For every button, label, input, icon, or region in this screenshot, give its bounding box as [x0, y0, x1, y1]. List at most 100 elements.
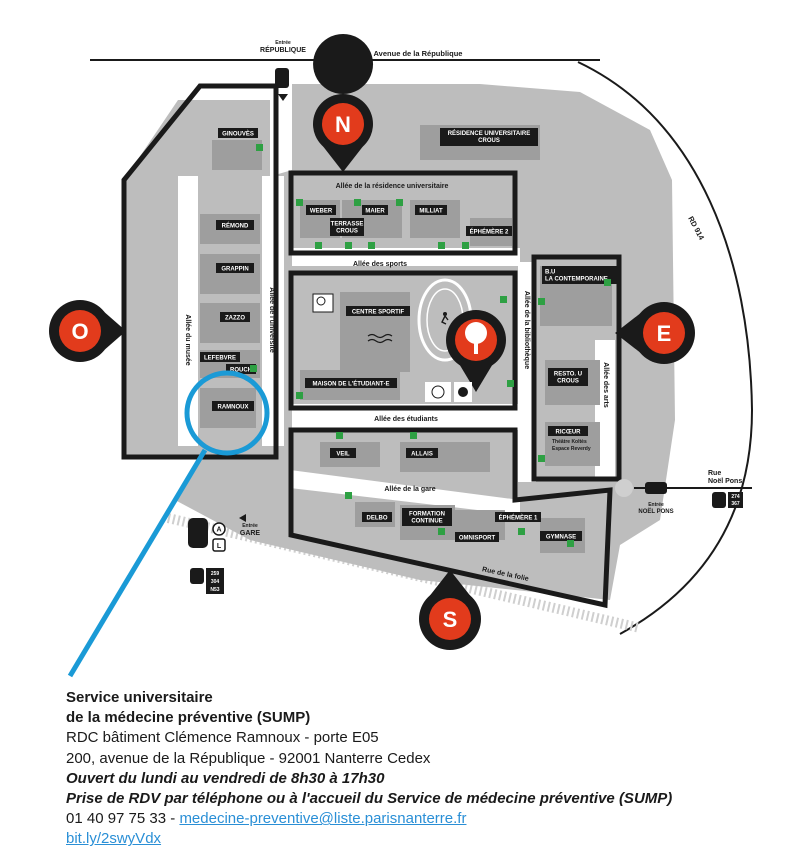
bus-stop-gare: 259 276 304 N53: [190, 568, 224, 594]
sump-email-link[interactable]: medecine-preventive@liste.parisnanterre.…: [179, 810, 467, 828]
wheelchair-icon: [462, 242, 469, 249]
train-l-label: L: [217, 543, 222, 550]
allee-musee-path: [178, 176, 198, 446]
sump-title-line1: Service universitaire: [66, 689, 213, 706]
pin-n-letter: N: [335, 112, 351, 137]
tennis-icon: [312, 293, 334, 313]
pin-o[interactable]: O: [49, 300, 126, 362]
pin-s[interactable]: S: [419, 570, 481, 650]
accessibility-icons: [250, 144, 611, 547]
sump-address-line2: 200, avenue de la République - 92001 Nan…: [66, 749, 431, 767]
building-remond[interactable]: RÉMOND: [222, 222, 249, 230]
allee-residence-label: Allée de la résidence universitaire: [336, 183, 449, 190]
wheelchair-icon: [368, 242, 375, 249]
allee-arts-label: Allée des arts: [602, 362, 609, 408]
wheelchair-icon: [354, 199, 361, 206]
pin-n[interactable]: N: [313, 34, 374, 172]
sump-opening-hours: Ouvert du lundi au vendredi de 8h30 à 17…: [66, 769, 385, 787]
sump-short-link[interactable]: bit.ly/2swyVdx: [66, 830, 162, 848]
zone-centre-outline: [288, 270, 518, 411]
building-grappin[interactable]: GRAPPIN: [221, 267, 248, 273]
running-icon: [441, 312, 449, 325]
bus-icon-republique: [275, 68, 289, 88]
building-lefebvre[interactable]: LEFEBVRE: [204, 356, 236, 362]
building-ramnoux[interactable]: RAMNOUX: [218, 405, 249, 411]
swimming-icon: [367, 333, 393, 344]
building-zazzo[interactable]: ZAZZO: [225, 316, 245, 322]
allee-sports-label: Allée des sports: [353, 261, 407, 268]
sump-address-line1: RDC bâtiment Clémence Ramnoux - porte E0…: [66, 729, 379, 747]
wheelchair-icon: [438, 528, 445, 535]
wheelchair-icon: [296, 199, 303, 206]
building-maier[interactable]: MAIER: [365, 209, 385, 215]
building-ephemere-1[interactable]: ÉPHÉMÈRE 1: [499, 514, 538, 522]
avenue-republique-label: Avenue de la République: [374, 49, 463, 58]
allee-universite-label: Allée de l'université: [268, 287, 275, 353]
bus-line: 304: [211, 579, 220, 585]
wheelchair-icon: [396, 199, 403, 206]
building-centre-sportif[interactable]: CENTRE SPORTIF: [352, 310, 405, 316]
wheelchair-icon: [315, 242, 322, 249]
building-gymnase[interactable]: GYMNASE: [546, 535, 576, 541]
wheelchair-icon: [500, 296, 507, 303]
building-ephemere-2[interactable]: ÉPHÉMÈRE 2: [470, 228, 509, 236]
wheelchair-icon: [604, 279, 611, 286]
arrow-down-icon: [278, 94, 288, 101]
rer-a-label: A: [216, 527, 221, 534]
rer-a-icon: [212, 522, 226, 536]
bus-line: N53: [210, 587, 219, 593]
bus-line: 367: [731, 501, 740, 507]
building-ricoeur[interactable]: RICŒUR: [556, 430, 582, 436]
pin-s-letter: S: [443, 607, 458, 632]
pin-o-letter: O: [71, 319, 88, 344]
allee-etudiants-label: Allée des étudiants: [374, 416, 438, 423]
wheelchair-icon: [345, 492, 352, 499]
wheelchair-icon: [336, 432, 343, 439]
building-allais[interactable]: ALLAIS: [411, 452, 433, 458]
building-milliat[interactable]: MILLIAT: [419, 209, 443, 215]
pin-e[interactable]: E: [615, 302, 695, 364]
building-maison-etudiant[interactable]: MAISON DE L'ÉTUDIANT·E: [312, 380, 389, 388]
building-veil[interactable]: VEIL: [336, 452, 350, 458]
wheelchair-icon: [296, 392, 303, 399]
bus-line: 259: [211, 571, 220, 577]
zone-sud-outline: [288, 427, 613, 609]
building-delbo[interactable]: DELBO: [367, 516, 388, 522]
zone-nord-outline: [288, 170, 518, 256]
sump-booking-info: Prise de RDV par téléphone ou à l'accuei…: [66, 790, 673, 808]
building-rouch[interactable]: ROUCH: [230, 368, 252, 374]
sump-phone: 01 40 97 75 33 -: [66, 810, 180, 828]
wheelchair-icon: [507, 380, 514, 387]
wheelchair-icon: [518, 528, 525, 535]
sump-highlight-circle[interactable]: [184, 370, 270, 456]
wheelchair-icon: [410, 432, 417, 439]
bus-line: 276: [193, 584, 202, 590]
wheelchair-icon: [567, 540, 574, 547]
sump-pointer-line: [67, 448, 208, 678]
rd914-label: RD 914: [686, 215, 706, 242]
rd914-road: [577, 61, 754, 635]
building-ginouves[interactable]: GINOUVÈS: [222, 130, 254, 138]
allee-gare-label: Allée de la gare: [384, 486, 435, 493]
train-station: A L: [188, 518, 226, 552]
bus-line: 274: [731, 494, 740, 500]
building-omnisport[interactable]: OMNISPORT: [459, 536, 496, 542]
pin-e-letter: E: [657, 321, 672, 346]
roundabout: [615, 479, 633, 497]
zone-ouest-outline: [121, 83, 279, 460]
building-weber[interactable]: WEBER: [310, 209, 333, 215]
allee-bibliotheque-label: Allée de la bibliothèque: [523, 291, 530, 369]
wheelchair-icon: [256, 144, 263, 151]
allee-musee-label: Allée du musée: [184, 314, 191, 365]
